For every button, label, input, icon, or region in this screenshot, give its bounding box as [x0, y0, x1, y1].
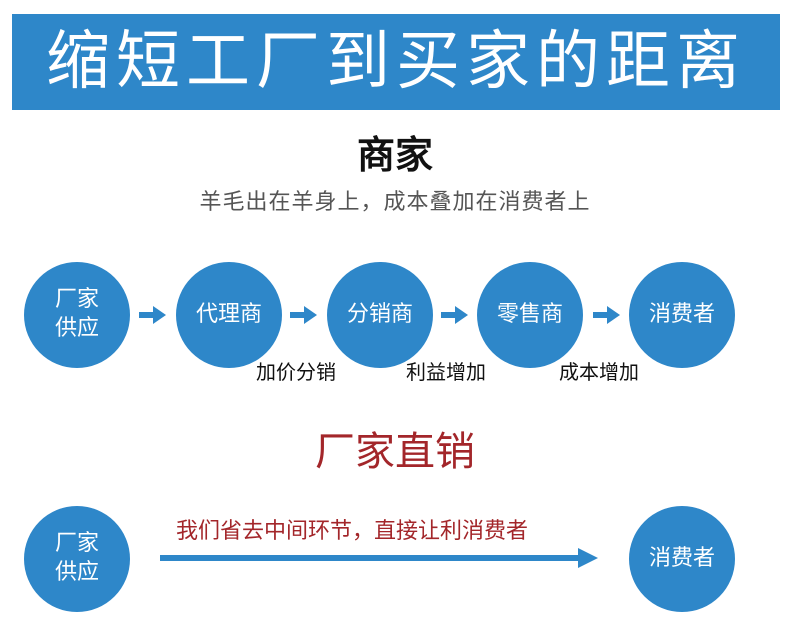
page-title: 缩短工厂到买家的距离 [46, 25, 746, 99]
chain-node-factory: 厂家供应 [24, 262, 130, 368]
chain-node-label: 消费者 [648, 301, 715, 327]
header-banner: 缩短工厂到买家的距离 [12, 14, 780, 110]
arrow-right-icon [139, 306, 166, 324]
arrow-right-icon [290, 306, 317, 324]
chain-node-label: 代理商 [195, 301, 262, 327]
chain-note-cost: 成本增加 [559, 360, 639, 384]
chain-node-agent: 代理商 [176, 262, 282, 368]
direct-node-label: 消费者 [648, 545, 715, 571]
direct-section-title: 厂家直销 [315, 429, 475, 475]
direct-node-factory: 厂家供应 [24, 506, 130, 612]
chain-node-label: 零售商 [496, 301, 563, 327]
chain-node-distributor: 分销商 [327, 262, 433, 368]
chain-note-markup: 加价分销 [256, 360, 336, 384]
long-arrow-right-icon [160, 548, 598, 568]
chain-node-retailer: 零售商 [477, 262, 583, 368]
chain-node-consumer: 消费者 [629, 262, 735, 368]
chain-note-profit: 利益增加 [406, 360, 486, 384]
merchant-section-title: 商家 [356, 133, 433, 177]
arrow-right-icon [593, 306, 620, 324]
chain-node-label: 分销商 [346, 301, 413, 327]
merchant-subtitle: 羊毛出在羊身上，成本叠加在消费者上 [199, 190, 591, 215]
direct-note: 我们省去中间环节，直接让利消费者 [176, 519, 529, 544]
direct-node-label: 厂家供应 [54, 531, 99, 585]
chain-node-label: 厂家供应 [54, 287, 99, 341]
arrow-right-icon [441, 306, 468, 324]
direct-node-consumer: 消费者 [629, 506, 735, 612]
